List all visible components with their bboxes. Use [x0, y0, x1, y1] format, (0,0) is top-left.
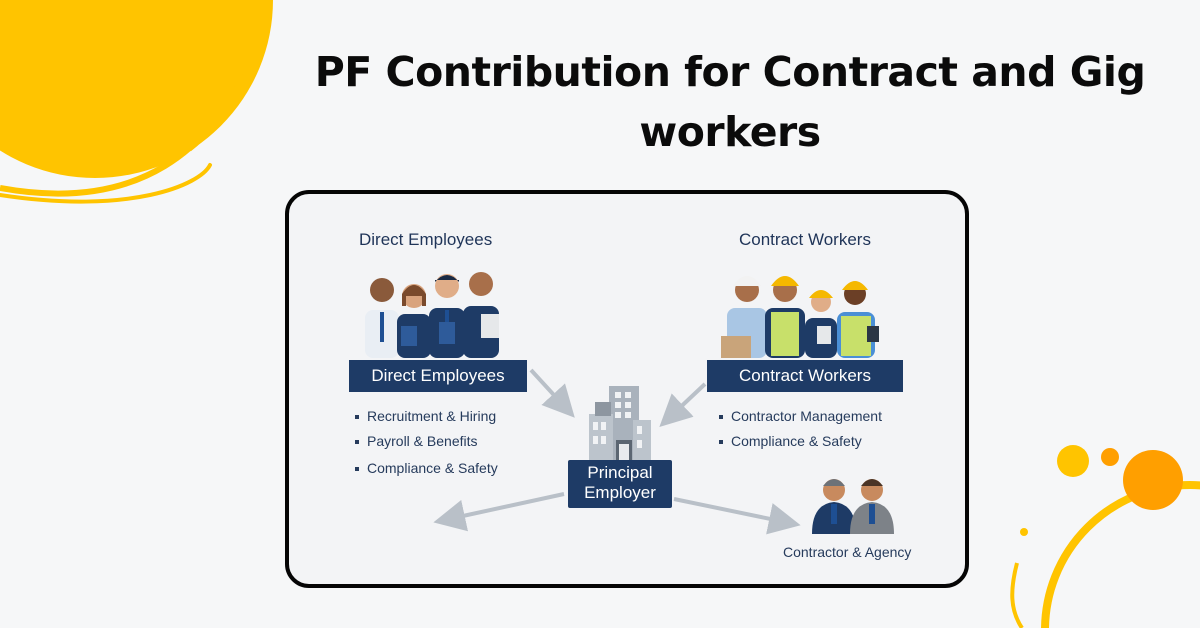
arrow-employer-to-left	[433, 492, 565, 532]
direct-employees-banner: Direct Employees	[349, 360, 527, 392]
bullet-item: Contractor Management	[719, 408, 882, 424]
yellow-brush-circle-decoration	[0, 0, 273, 204]
contractor-agency-label: Contractor & Agency	[783, 544, 912, 560]
hardhat-workers-icon	[721, 276, 879, 358]
principal-employer-box: Principal Employer	[568, 460, 672, 508]
principal-employer-line-1: Principal	[587, 463, 653, 482]
arrow-contract-to-employer	[659, 382, 707, 427]
title-line-1: PF Contribution for Contract and Gig	[314, 48, 1146, 96]
bullet-item: Compliance & Safety	[719, 433, 882, 449]
arrow-direct-to-employer	[529, 368, 575, 418]
principal-employer-line-2: Employer	[584, 483, 656, 502]
contract-workers-banner: Contract Workers	[707, 360, 903, 392]
bullet-item: Compliance & Safety	[355, 460, 498, 476]
diagram-card: Direct Employees Direct Employees Recrui…	[285, 190, 969, 588]
direct-employees-bullets: Recruitment & Hiring Payroll & Benefits …	[355, 408, 498, 476]
contract-workers-heading: Contract Workers	[739, 230, 871, 249]
contract-workers-bullets: Contractor Management Compliance & Safet…	[719, 408, 882, 449]
arrows-layer	[433, 368, 801, 535]
page-title: PF Contribution for Contract and Gig wor…	[280, 42, 1180, 162]
business-team-icon	[365, 272, 499, 358]
bullet-item: Payroll & Benefits	[355, 433, 498, 449]
office-building-icon	[589, 386, 651, 462]
two-businessmen-icon	[812, 479, 894, 534]
bullet-item: Recruitment & Hiring	[355, 408, 498, 424]
orange-circles-decoration	[1010, 445, 1200, 628]
arrow-employer-to-agency	[673, 497, 801, 535]
direct-employees-heading: Direct Employees	[359, 230, 493, 249]
title-line-2: workers	[639, 108, 821, 156]
